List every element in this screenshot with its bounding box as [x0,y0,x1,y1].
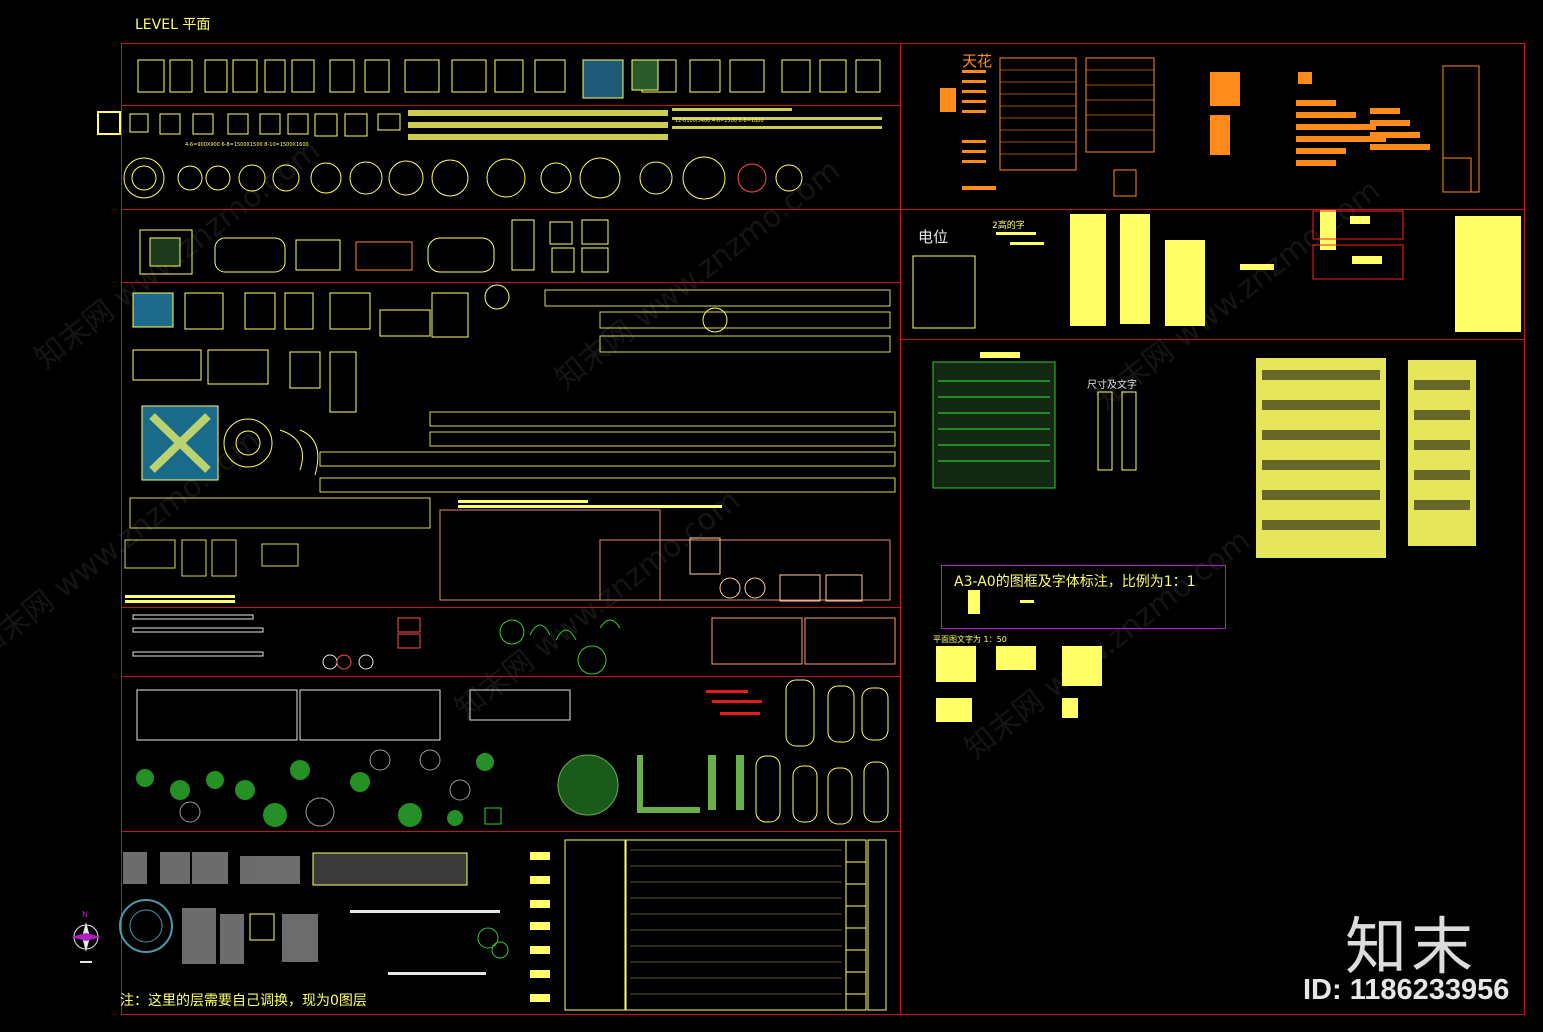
title-2-label: 2高的字 [992,221,1025,231]
pattern-strip [312,852,468,886]
level-title: LEVEL 平面 [135,17,211,33]
compass-icon [71,922,101,963]
brand-watermark: 知末 [1345,910,1478,983]
frame-note-box [941,565,1226,629]
dims-text-label: 尺寸及文字 [1087,380,1137,391]
large-tree [557,754,619,816]
compass-north-label: N [82,910,88,919]
note-layers: 注：这里的层需要自己调换，现为0图层 [120,993,367,1009]
table-row-1: 4-6=900X900 6-8=1500X1500 8-10=1500X1600 [185,142,309,148]
plan-text-scale-label: 平面图文字为 1：50 [933,635,1007,644]
row-plants-cars [121,676,901,832]
layer-table [932,361,1056,489]
electrical-label: 电位 [918,228,949,246]
bed-blue [582,59,624,99]
plant-blocks [136,753,494,827]
table-blocks [123,113,803,200]
frame-note-label: A3-A0的图框及字体标注，比例为1：1 [954,574,1196,590]
id-watermark: ID: 1186233956 [1303,974,1510,1006]
car-blocks [755,679,889,825]
right-mid-frame [900,209,1525,340]
table-row-2: 12-0100/3400 4-6=1500 6-8=1800 [675,118,764,124]
ceiling-label: 天花 [962,52,993,70]
bed-blocks [137,59,881,93]
